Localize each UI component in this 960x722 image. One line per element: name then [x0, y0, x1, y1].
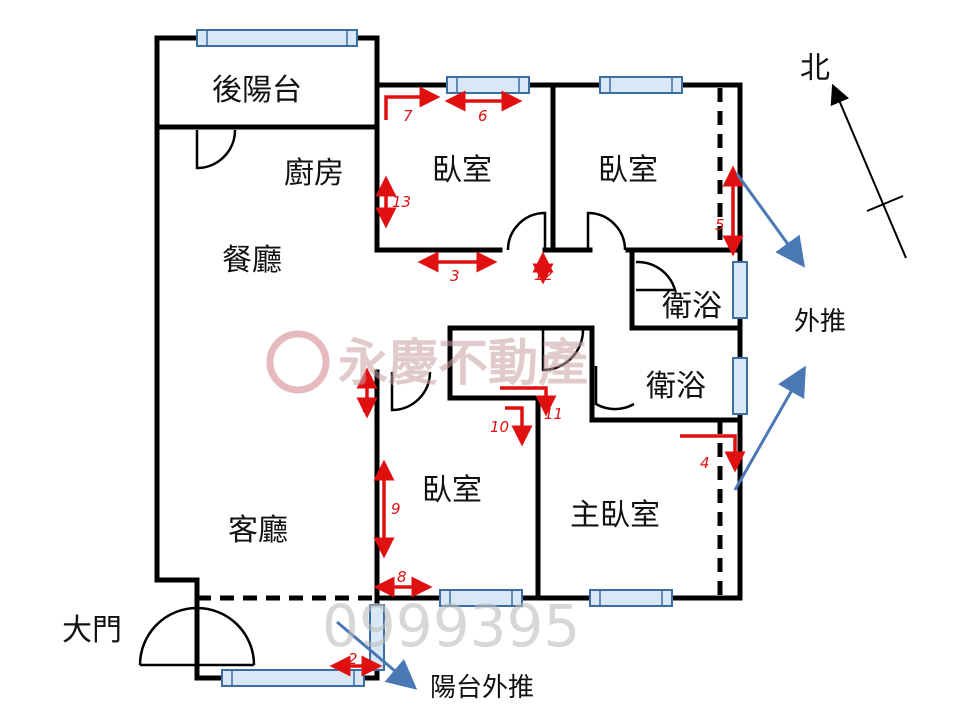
window-center-bedroom	[439, 589, 523, 607]
marker-6: 6	[478, 107, 488, 125]
push-out-arrows	[336, 173, 806, 690]
label-bath-b: 衛浴	[646, 369, 706, 404]
door-bath-b	[594, 366, 635, 411]
windows	[196, 29, 748, 687]
north-arrow	[830, 83, 907, 259]
doors	[138, 129, 677, 667]
marker-7: 7	[403, 107, 413, 125]
door-center-bedroom	[390, 371, 432, 412]
door-bath-a	[635, 260, 677, 292]
door-bedroom-b	[586, 211, 627, 251]
marker-5: 5	[715, 216, 725, 234]
label-main-door: 大門	[62, 613, 122, 648]
marker-8: 8	[397, 568, 407, 586]
watermark: 永慶不動產 0999395	[266, 330, 588, 660]
measurement-marks	[329, 86, 746, 677]
window-master	[589, 589, 673, 607]
label-dining: 餐廳	[222, 243, 282, 278]
marker-10: 10	[490, 418, 509, 436]
marker-numbers: 1 2 3 4 5 6 7 8 9 10 11 12 13	[348, 107, 725, 668]
room-labels: 後陽台 廚房 餐廳 客廳 臥室 臥室 臥室 主臥室 衛浴 衛浴 大門 北 外推 …	[62, 51, 846, 703]
marker-2: 2	[348, 650, 358, 668]
marker-13: 13	[392, 193, 411, 211]
window-bedroom-b	[599, 76, 683, 94]
door-kitchen	[195, 129, 237, 170]
window-balcony-bottom	[221, 669, 365, 687]
dashed-lines	[197, 88, 723, 601]
label-bedroom-a: 臥室	[432, 153, 492, 188]
label-bedroom-c: 臥室	[422, 473, 482, 508]
window-rear-balcony	[196, 29, 358, 47]
brand-logo-icon	[266, 330, 330, 394]
label-living: 客廳	[228, 513, 288, 548]
label-bath-a: 衛浴	[662, 289, 722, 324]
label-push-out: 外推	[794, 307, 846, 337]
label-bedroom-b: 臥室	[598, 153, 658, 188]
window-bath-b	[732, 357, 748, 415]
window-bedroom-a	[446, 76, 530, 94]
label-north: 北	[800, 51, 830, 86]
main-door-swing	[138, 598, 256, 666]
window-bath-a	[732, 261, 748, 319]
door-bedroom-a	[506, 211, 547, 251]
marker-1: 1	[362, 398, 372, 416]
watermark-brand: 永慶不動產	[338, 334, 588, 392]
watermark-code: 0999395	[322, 592, 580, 660]
marker-11: 11	[544, 405, 563, 423]
marker-3: 3	[450, 267, 460, 285]
marker-4: 4	[700, 454, 710, 472]
label-kitchen: 廚房	[284, 156, 344, 191]
label-rear-balcony: 後陽台	[212, 73, 302, 108]
door-corridor	[541, 329, 585, 372]
marker-9: 9	[391, 500, 401, 518]
label-balcony-push-out: 陽台外推	[430, 673, 534, 703]
marker-12: 12	[534, 266, 553, 284]
label-master-bedroom: 主臥室	[570, 498, 660, 533]
